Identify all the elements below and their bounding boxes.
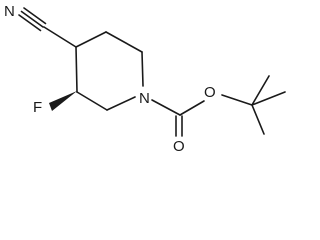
ring-nitrogen-label: N — [139, 90, 150, 107]
piperidine-ring — [75, 31, 144, 111]
tert-butyl-group — [251, 75, 286, 135]
carbonyl-to-ester-o-bond — [179, 100, 205, 116]
n-to-carbonyl-bond — [151, 99, 181, 116]
nitrile-nitrogen-label: N — [4, 3, 15, 20]
ester-o-to-tbutyl-bond — [221, 94, 253, 106]
nitrile-to-ring-bond — [43, 26, 77, 48]
wedge-bond-fluorine — [49, 91, 77, 111]
carbonyl-double-bond — [175, 115, 183, 137]
fluorine-label: F — [33, 99, 42, 116]
carbonyl-oxygen-label: O — [173, 138, 185, 155]
molecule-structure: N F N O O — [4, 3, 286, 155]
ester-oxygen-label: O — [204, 84, 216, 101]
nitrile-triple-bond — [18, 7, 47, 32]
